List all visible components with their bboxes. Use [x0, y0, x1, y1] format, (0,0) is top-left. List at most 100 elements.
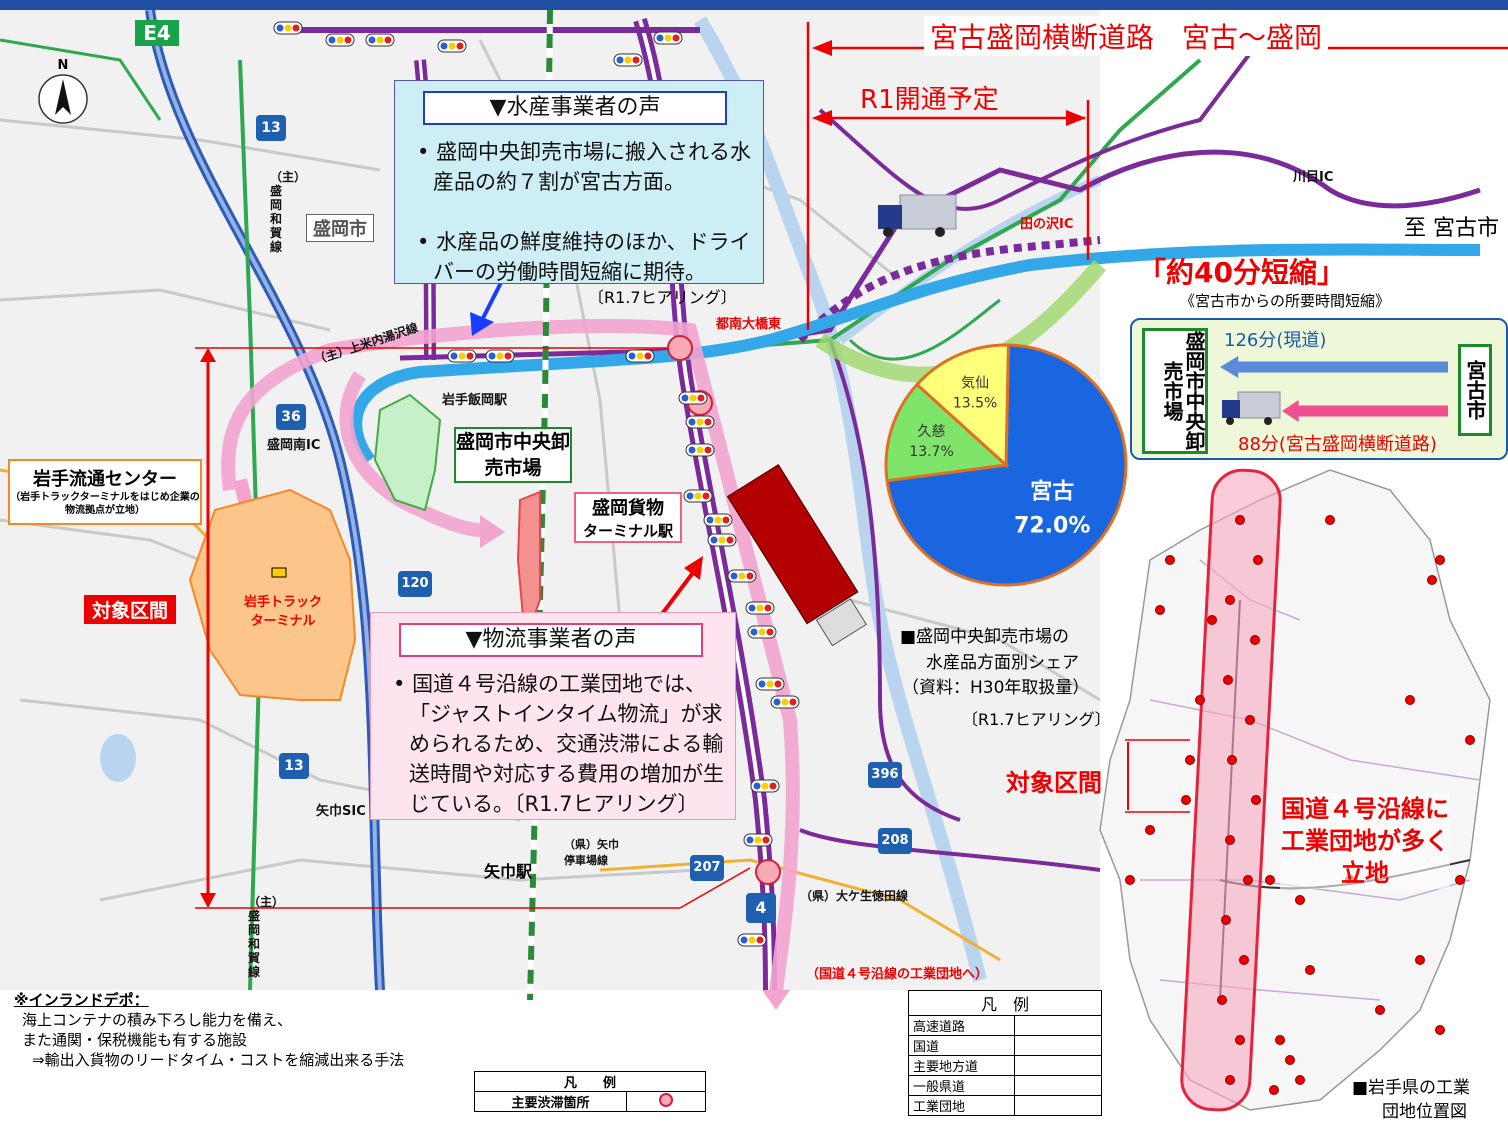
fishery-voice-title: ▼水産事業者の声: [423, 91, 727, 125]
industrial-park-marker: [1239, 955, 1249, 965]
industrial-park-marker: [1235, 515, 1245, 525]
market-label: 盛岡市中央卸売市場: [454, 427, 572, 483]
traffic-light-icon: [325, 33, 355, 47]
industrial-park-marker: [1435, 1025, 1445, 1035]
industrial-park-marker: [1155, 605, 1165, 615]
fishery-voice-callout: ▼水産事業者の声 • 盛岡中央卸売市場に搬入される水産品の約７割が宮古方面。 •…: [394, 80, 764, 284]
pie-slice-1: [884, 382, 1010, 483]
route4-note: （国道４号沿線の工業団地へ）: [806, 967, 989, 982]
traffic-light-icon: [750, 779, 780, 793]
industrial-park-marker: [1181, 795, 1191, 805]
route-208-badge: 208: [878, 828, 912, 854]
legend-roads: 凡 例 高速道路 国道 主要地方道 一般県道 工業団地: [908, 990, 1102, 1116]
traffic-light-icon: [747, 625, 777, 639]
traffic-light-icon: [365, 33, 395, 47]
industrial-park-marker: [1195, 695, 1205, 705]
route-36-badge: 36: [276, 404, 306, 430]
industrial-park-marker: [1221, 915, 1231, 925]
pie-value-2: 13.5%: [953, 395, 997, 411]
industrial-park-marker: [1225, 1075, 1235, 1085]
traffic-light-icon: [485, 349, 515, 363]
industrial-park-marker: [1427, 575, 1437, 585]
pie-slice-2: [914, 343, 1010, 469]
industrial-park-marker: [1250, 635, 1260, 645]
industrial-park-marker: [1245, 715, 1255, 725]
pref-callout: 国道４号沿線に工業団地が多く立地: [1280, 793, 1450, 889]
footnote: ※インランドデポ： 海上コンテナの積み下ろし能力を備え、 また通関・保税機能も有…: [14, 991, 405, 1069]
traffic-light-icon: [678, 391, 708, 405]
road-label-wagakawa: （主）盛岡和賀線: [270, 170, 306, 254]
e4-highway-badge: E4: [135, 20, 179, 46]
industrial-park-marker: [1225, 595, 1235, 605]
industrial-park-marker: [1235, 1035, 1245, 1045]
time-reduction-label: 「約40分短縮」: [1138, 256, 1345, 289]
traffic-light-icon: [707, 533, 737, 547]
pref-caption-2: 団地位置図: [1382, 1102, 1467, 1122]
station-label-yahaba-stop: （県）矢巾停車場線: [564, 838, 619, 867]
industrial-park-marker: [1125, 875, 1135, 885]
traffic-light-icon: [727, 569, 757, 583]
industrial-park-marker: [1225, 835, 1235, 845]
truck-terminal-label: 岩手トラックターミナル: [243, 595, 322, 629]
time-reduction-sub: 《宮古市からの所要時間短縮》: [1180, 292, 1391, 310]
compare-current-arrow: [1220, 356, 1448, 378]
fishery-bullet-1: • 盛岡中央卸売市場に搬入される水産品の約７割が宮古方面。: [417, 140, 752, 194]
ic-label-moriokaminami: 盛岡南IC: [267, 438, 321, 453]
industrial-park-marker: [1265, 875, 1275, 885]
industrial-park-marker: [1165, 555, 1175, 565]
pie-value-1: 13.7%: [909, 444, 953, 460]
traffic-light-icon: [737, 933, 767, 947]
industrial-park-marker: [1145, 825, 1155, 835]
pref-target-section-label: 対象区間: [1006, 769, 1102, 797]
industrial-park-marker: [1223, 675, 1233, 685]
traffic-light-icon: [770, 695, 800, 709]
traffic-light-icon: [743, 833, 773, 847]
bridge-label: 都南大橋東: [716, 317, 782, 332]
pie-value-0: 72.0%: [1014, 513, 1090, 538]
traffic-light-icon: [437, 39, 467, 53]
compare-origin-label: 盛岡市中央卸売市場: [1142, 328, 1208, 454]
pie-label-0: 宮古: [1030, 478, 1074, 504]
industrial-park-marker: [1269, 1085, 1279, 1095]
road-label-wagakawa-south: （主）盛岡和賀線: [248, 895, 284, 979]
target-section-label: 対象区間: [84, 595, 177, 624]
industrial-park-marker: [1435, 555, 1445, 565]
compare-current-label: 126分(現道): [1224, 330, 1327, 351]
travel-time-comparison: 盛岡市中央卸売市場 宮古市 126分(現道) 88分(宮古盛岡横断道路): [1130, 318, 1508, 460]
traffic-light-icon: [685, 443, 715, 457]
route-120-badge: 120: [398, 571, 432, 597]
route-13-badge: 13: [279, 753, 309, 779]
industrial-park-marker: [1325, 515, 1335, 525]
pie-caption-1: ■盛岡中央卸売市場の: [900, 627, 1070, 647]
compare-new-label: 88分(宮古盛岡横断道路): [1238, 434, 1437, 455]
industrial-park-marker: [1285, 1055, 1295, 1065]
traffic-light-icon: [447, 349, 477, 363]
traffic-light-icon: [755, 677, 785, 691]
logistics-bullet-1: • 国道４号沿線の工業団地では、「ジャストインタイム物流」が求められるため、交通…: [393, 672, 724, 816]
pie-label-2: 気仙: [961, 375, 989, 391]
north-arrow-icon: N: [36, 58, 90, 128]
industrial-park-marker: [1295, 1075, 1305, 1085]
industrial-park-marker: [1243, 875, 1253, 885]
truck-icon: [1220, 390, 1282, 425]
industrial-park-marker: [1415, 955, 1425, 965]
pref-caption-1: ■岩手県の工業: [1352, 1078, 1471, 1098]
city-label-morioka: 盛岡市: [306, 214, 374, 242]
ic-label-yahaba: 矢巾SIC: [316, 804, 366, 819]
logistics-voice-title: ▼物流事業者の声: [399, 623, 703, 657]
traffic-light-icon: [273, 21, 303, 35]
top-accent-bar: [0, 0, 1508, 10]
compare-new-arrow: [1282, 400, 1448, 422]
route-title: 宮古盛岡横断道路 宮古～盛岡: [924, 16, 1329, 56]
congestion-marker-icon: [659, 1092, 673, 1107]
traffic-light-icon: [625, 349, 655, 363]
toward-miyako-label: 至 宮古市: [1404, 216, 1499, 241]
industrial-park-marker: [1295, 895, 1305, 905]
legend-congestion: 凡 例 主要渋滞箇所: [474, 1071, 706, 1112]
road-label-ogasai: （県）大ケ生徳田線: [800, 889, 909, 903]
traffic-light-icon: [745, 601, 775, 615]
fishery-bullet-2: • 水産品の鮮度維持のほか、ドライバーの労働時間短縮に期待。: [417, 230, 751, 284]
route-4-badge: 4: [746, 893, 776, 923]
r1-opening-label: R1開通予定: [860, 85, 999, 115]
fishery-source: 〔R1.7ヒアリング〕: [588, 288, 737, 307]
